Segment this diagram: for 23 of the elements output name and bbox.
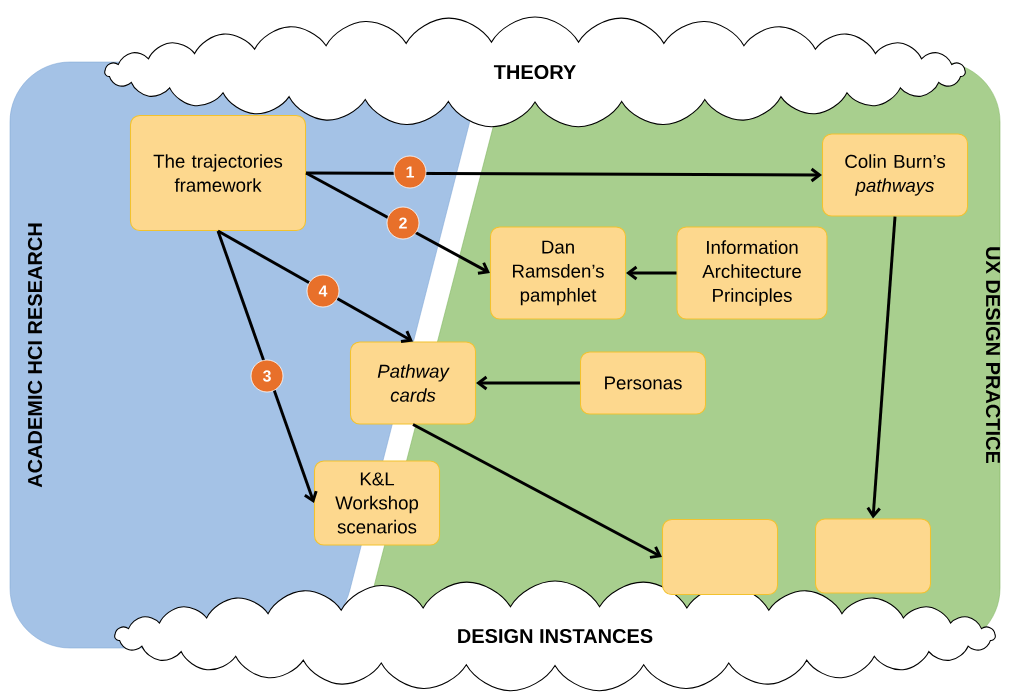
- arrow: [476, 375, 580, 391]
- cloud: DESIGN INSTANCES: [114, 580, 996, 692]
- arrow: [216, 230, 318, 503]
- arrow: [412, 423, 662, 559]
- process-box: Information Architecture Principles: [676, 226, 828, 320]
- edge-label: 3: [250, 359, 284, 393]
- process-box: [661, 518, 779, 596]
- process-box: Pathway cards: [349, 341, 477, 425]
- cloud: THEORY: [104, 16, 966, 128]
- process-box: Dan Ramsden’s pamphlet: [489, 226, 627, 320]
- process-box: Personas: [579, 351, 707, 415]
- arrow: [217, 229, 413, 343]
- edge-label: 1: [393, 155, 427, 189]
- arrow: [626, 265, 677, 281]
- edge-label: 2: [386, 206, 420, 240]
- process-box: [814, 518, 932, 594]
- arrow: [866, 216, 897, 519]
- arrow: [306, 167, 822, 183]
- arrow: [305, 171, 490, 275]
- process-box: Colin Burn’s pathways: [821, 133, 969, 217]
- process-box: K&L Workshop scenarios: [313, 460, 441, 546]
- process-box: The trajectories framework: [129, 114, 307, 232]
- edge-label: 4: [306, 274, 340, 308]
